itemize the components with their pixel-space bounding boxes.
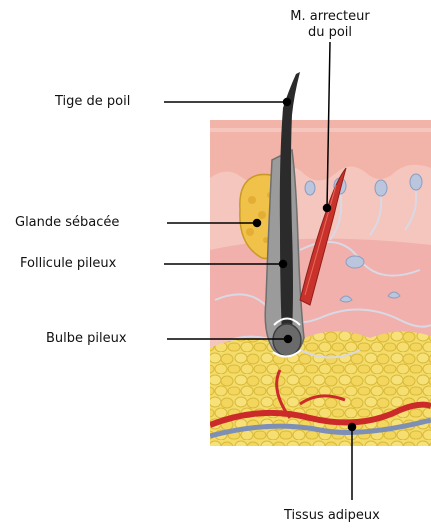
hair-follicle-label: Follicule pileux: [20, 256, 116, 272]
hair-bulb-label: Bulbe pileux: [46, 331, 127, 347]
skin-block: [210, 120, 431, 446]
arrector-label-line2: du poil: [266, 25, 394, 41]
adipose-tissue-label: Tissus adipeux: [284, 508, 380, 524]
sebaceous-gland-label: Glande sébacée: [15, 215, 119, 231]
hair-shaft-label: Tige de poil: [55, 94, 130, 110]
arrector-label-line1: M. arrecteur: [266, 9, 394, 25]
